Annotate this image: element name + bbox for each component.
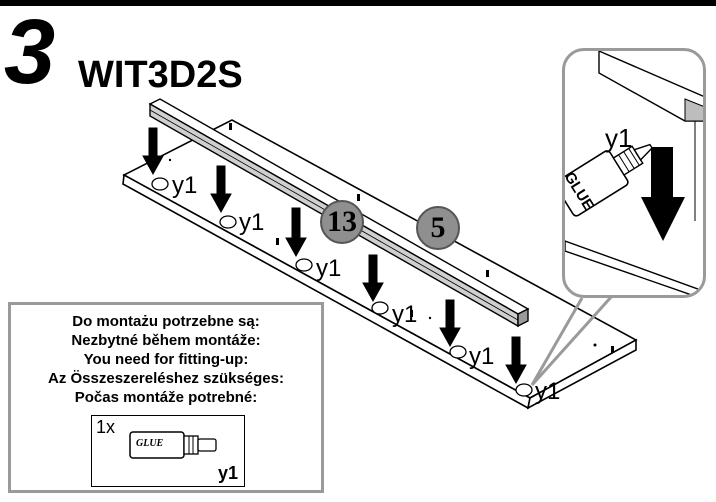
requirements-box: Do montażu potrzebne są: Nezbytné během … [8, 302, 324, 493]
part-badge-5: 5 [416, 206, 460, 250]
glue-quantity: 1x [96, 417, 116, 437]
hardware-label-3: y1 [316, 255, 342, 282]
hardware-label-2: y1 [239, 209, 265, 236]
top-rule [0, 0, 716, 6]
glue-item-id: y1 [217, 463, 238, 483]
panel-board [122, 119, 638, 410]
detail-leader [530, 294, 614, 387]
down-arrows [142, 127, 527, 385]
glue-brand: GLUE [136, 438, 164, 449]
hardware-label-4: y1 [392, 301, 418, 328]
glue-bottle-icon [129, 431, 217, 459]
board-pins [168, 123, 614, 353]
dowel-holes [151, 177, 533, 397]
hardware-label-6: y1 [535, 378, 561, 405]
requirement-line-cz: Nezbytné během montáže: [71, 332, 261, 349]
glue-detail-label: y1 [605, 123, 633, 153]
requirement-line-pl: Do montażu potrzebne są: [72, 313, 260, 330]
hardware-label-1: y1 [172, 172, 198, 199]
step-number: 3 [4, 1, 55, 103]
requirement-line-sk: Počas montáže potrebné: [74, 389, 258, 406]
requirement-line-en: You need for fitting-up: [83, 351, 249, 368]
hardware-label-5: y1 [469, 343, 495, 370]
glue-detail-frame: y1 GLUE [562, 48, 706, 298]
step-code: WIT3D2S [78, 54, 243, 96]
glue-item-card: 1x GLUE y1 [91, 415, 245, 487]
requirements-text: Do montażu potrzebne są: Nezbytné během … [11, 312, 321, 407]
part-badge-13: 13 [320, 200, 364, 244]
requirement-line-hu: Az Összeszereléshez szükséges: [48, 370, 284, 387]
glue-detail-drawing [565, 51, 703, 295]
